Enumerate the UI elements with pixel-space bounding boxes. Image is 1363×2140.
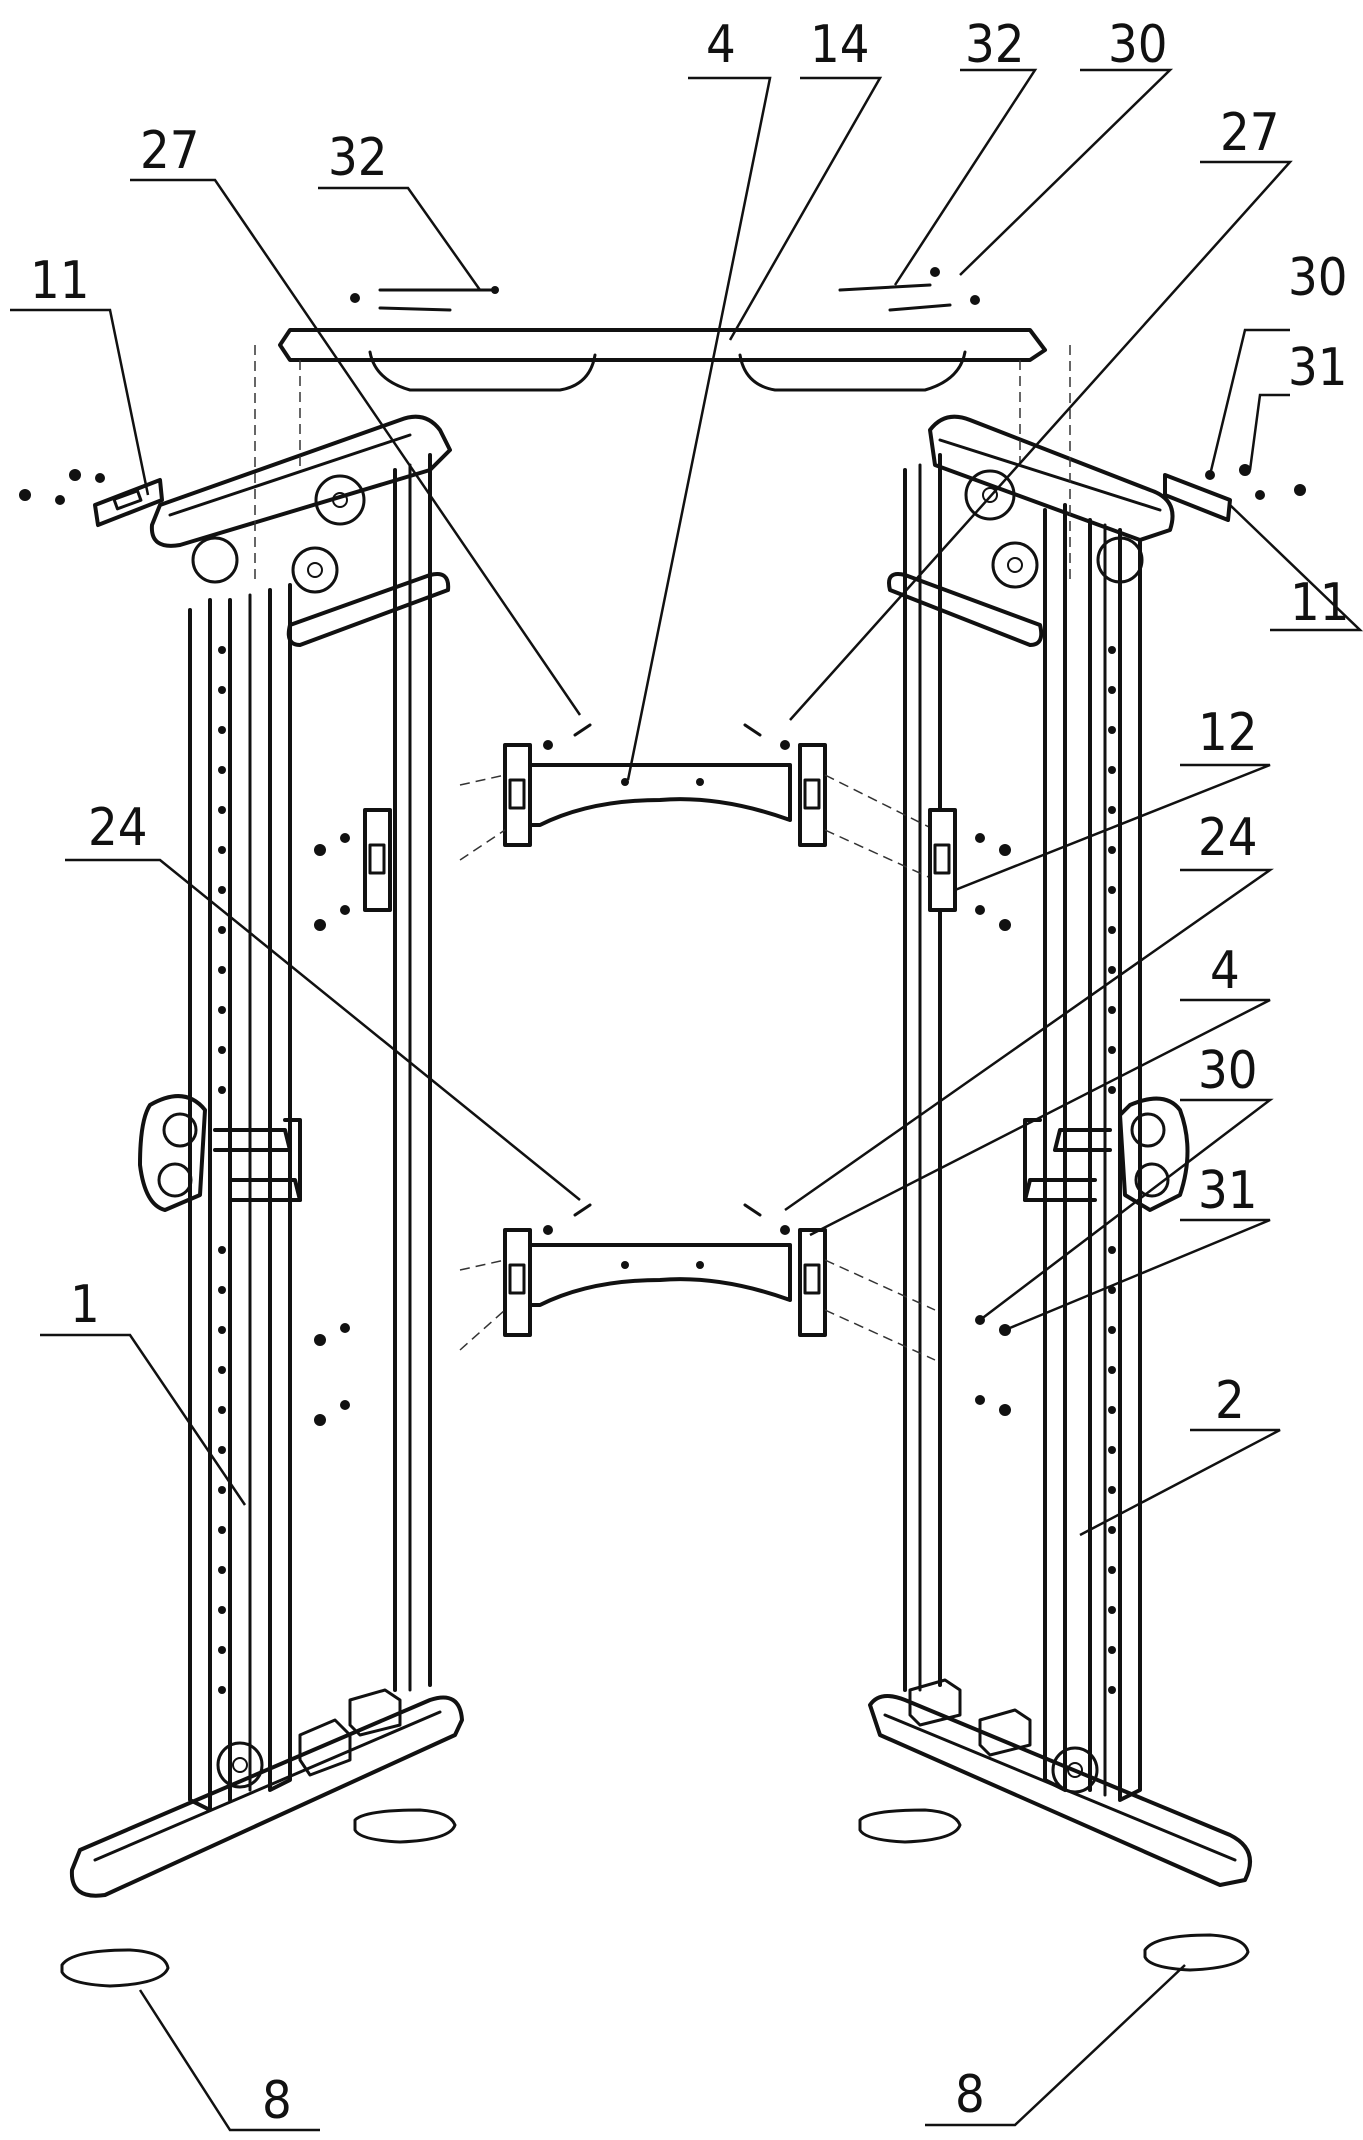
callout-top-27-right: 27 bbox=[1220, 103, 1280, 163]
left-bracket-12 bbox=[314, 808, 392, 931]
lower-left-bolts bbox=[314, 1323, 350, 1426]
upper-cross-member bbox=[459, 743, 936, 881]
callout-right-12: 12 bbox=[1198, 703, 1258, 763]
callout-right-2: 2 bbox=[1215, 1371, 1245, 1431]
callout-bottom-8-right: 8 bbox=[955, 2065, 985, 2125]
left-rail-holes bbox=[218, 646, 226, 1694]
callout-left-24: 24 bbox=[88, 798, 148, 858]
callout-labels: 4 14 32 30 27 32 27 11 30 31 11 12 24 24… bbox=[30, 15, 1350, 2131]
callout-right-30-lower: 30 bbox=[1198, 1041, 1258, 1101]
callout-top-4: 4 bbox=[706, 15, 736, 75]
left-tower bbox=[69, 414, 464, 1898]
foot-pad-right bbox=[1143, 1933, 1250, 1972]
callout-top-30-right: 30 bbox=[1108, 15, 1168, 75]
top-bolts bbox=[350, 267, 980, 1235]
callout-right-31-lower: 31 bbox=[1198, 1161, 1258, 1221]
feet-pads bbox=[60, 1808, 1250, 1988]
callout-right-30-upper: 30 bbox=[1288, 248, 1348, 308]
callout-right-24: 24 bbox=[1198, 808, 1258, 868]
right-bracket-12 bbox=[928, 808, 1011, 931]
lower-cross-member bbox=[459, 1228, 936, 1361]
callout-right-31-upper: 31 bbox=[1288, 338, 1348, 398]
leader-lines bbox=[10, 68, 1363, 2132]
right-rail-holes bbox=[1108, 646, 1116, 1694]
callout-left-11: 11 bbox=[30, 251, 90, 311]
right-tower bbox=[868, 414, 1252, 1887]
callout-left-1: 1 bbox=[70, 1275, 100, 1335]
callout-right-11: 11 bbox=[1290, 573, 1350, 633]
left-plate-11 bbox=[19, 469, 164, 527]
callout-top-27-left: 27 bbox=[140, 121, 200, 181]
callout-bottom-8-left: 8 bbox=[262, 2071, 292, 2131]
top-pullup-bar bbox=[254, 328, 1071, 580]
callout-right-4-lower: 4 bbox=[1210, 941, 1240, 1001]
left-carriage bbox=[138, 1094, 302, 1212]
foot-pad-left bbox=[60, 1948, 170, 1988]
callout-top-32-right: 32 bbox=[965, 15, 1025, 75]
callout-top-32-left: 32 bbox=[328, 128, 388, 188]
right-carriage bbox=[1023, 1096, 1190, 1212]
callout-top-14: 14 bbox=[810, 15, 870, 75]
